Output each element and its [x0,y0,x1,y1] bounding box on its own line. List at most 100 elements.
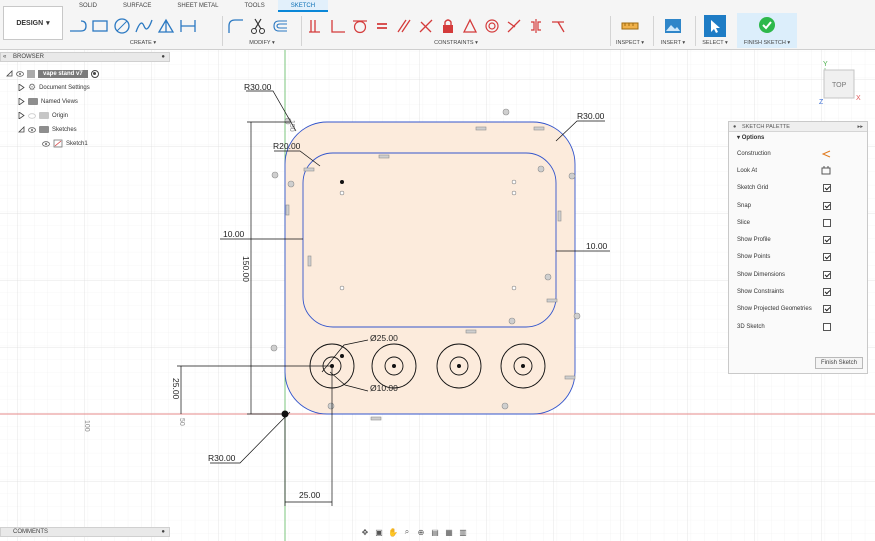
browser-item-sketches[interactable]: Sketches [18,123,77,136]
show-points-checkbox[interactable] [823,253,831,262]
fillet-tool-icon[interactable] [226,17,245,36]
sketch-grid-checkbox[interactable] [823,184,831,193]
tab-tools[interactable]: TOOLS [244,3,265,9]
slice-checkbox[interactable] [823,218,831,227]
visibility-eye-icon[interactable] [28,126,36,133]
tab-sheet-metal[interactable]: SHEET METAL [177,3,219,9]
show-constraints-checkbox[interactable] [823,288,831,297]
create-menu[interactable]: CREATE ▾ [129,40,157,46]
dim-hole-horizontal[interactable]: 25.00 [299,490,321,500]
show-dimensions-checkbox[interactable] [823,270,831,279]
equal-constraint-icon[interactable] [372,17,391,36]
workspace-switcher[interactable]: DESIGN ▾ [3,6,63,40]
parallel-constraint-icon[interactable] [394,17,413,36]
display-settings-icon[interactable]: ▤ [431,527,439,537]
perpendicular-constraint-icon[interactable] [416,17,435,36]
browser-item-sketch1[interactable]: Sketch1 [42,137,88,150]
offset-tool-icon[interactable] [270,17,289,36]
curvature-constraint-icon[interactable] [548,17,567,36]
coincident-constraint-icon[interactable] [328,17,347,36]
spline-tool-icon[interactable] [134,17,153,36]
zoom-icon[interactable]: ⌕ [404,527,410,536]
dim-inner-radius[interactable]: R20.00 [273,141,301,151]
browser-item-document-settings[interactable]: ⚙ Document Settings [18,81,90,94]
look-at-icon[interactable] [821,166,831,175]
circle-tool-icon[interactable] [112,17,131,36]
pan-hand-icon[interactable]: ✋ [388,527,398,537]
browser-item-document[interactable]: vape stand v7 [6,67,99,80]
trim-scissors-icon[interactable] [248,17,267,36]
palette-finish-sketch-button[interactable]: Finish Sketch [815,357,863,369]
option-construction[interactable]: Construction [729,145,867,162]
expand-icon[interactable]: ▸▸ [857,124,863,130]
visibility-eye-icon[interactable] [16,70,24,77]
construction-icon[interactable] [821,150,831,158]
tab-sketch[interactable]: SKETCH [277,0,329,12]
line-tool-icon[interactable] [68,17,87,36]
option-show-dimensions[interactable]: Show Dimensions [729,266,867,283]
option-show-profile[interactable]: Show Profile [729,231,867,248]
browser-item-origin[interactable]: Origin [18,109,68,122]
collinear-constraint-icon[interactable] [504,17,523,36]
options-section-header[interactable]: ▾ Options [729,132,867,145]
pin-icon[interactable]: ● [161,529,165,535]
3d-sketch-checkbox[interactable] [823,322,831,331]
slot-tool-icon[interactable] [178,17,197,36]
look-at-icon[interactable]: ▣ [375,527,383,537]
symmetry-constraint-icon[interactable] [526,17,545,36]
dim-right-offset[interactable]: 10.00 [586,241,608,251]
viewports-icon[interactable]: ▥ [459,527,467,537]
option-snap[interactable]: Snap [729,197,867,214]
tangent-constraint-icon[interactable] [350,17,369,36]
option-show-constraints[interactable]: Show Constraints [729,283,867,300]
browser-header[interactable]: « BROWSER ● [0,52,170,62]
dim-left-offset[interactable]: 10.00 [223,229,245,239]
tab-surface[interactable]: SURFACE [123,3,152,9]
dim-outer-top-left-radius[interactable]: R30.00 [244,82,272,92]
rectangle-tool-icon[interactable] [90,17,109,36]
grid-settings-icon[interactable]: ▦ [445,527,453,537]
option-slice[interactable]: Slice [729,214,867,231]
midpoint-constraint-icon[interactable] [460,17,479,36]
snap-checkbox[interactable] [823,201,831,210]
inspect-menu[interactable]: INSPECT ▾ [615,40,645,46]
browser-item-named-views[interactable]: Named Views [18,95,78,108]
collapsed-triangle-icon[interactable] [18,98,25,105]
active-radio-icon[interactable] [90,69,99,78]
pin-icon[interactable]: ● [161,54,165,60]
insert-image-icon[interactable] [664,17,683,36]
modify-menu[interactable]: MODIFY ▾ [249,40,275,46]
option-show-points[interactable]: Show Points [729,249,867,266]
tab-solid[interactable]: SOLID [79,3,98,9]
dim-height[interactable]: 150.00 [241,256,251,282]
collapse-icon[interactable]: « [3,54,7,60]
dim-outer-top-right-radius[interactable]: R30.00 [577,111,605,121]
select-cursor-icon[interactable] [704,15,726,37]
insert-menu[interactable]: INSERT ▾ [660,40,686,46]
sketch-palette-header[interactable]: ● SKETCH PALETTE ▸▸ [729,122,867,132]
option-show-projected-geometries[interactable]: Show Projected Geometries [729,301,867,318]
constraints-menu[interactable]: CONSTRAINTS ▾ [434,40,478,46]
expanded-triangle-icon[interactable] [6,70,13,77]
view-cube[interactable]: TOP Y X Z [819,61,861,106]
concentric-constraint-icon[interactable] [482,17,501,36]
expanded-triangle-icon[interactable] [18,126,25,133]
inner-profile[interactable] [302,152,557,328]
dim-outer-bottom-left-radius[interactable]: R30.00 [208,453,236,463]
fit-icon[interactable]: ⊕ [417,527,425,537]
dim-hole-vertical[interactable]: 25.00 [171,378,181,400]
option-sketch-grid[interactable]: Sketch Grid [729,180,867,197]
collapsed-triangle-icon[interactable] [18,84,25,91]
comments-header[interactable]: COMMENTS ● [0,527,170,537]
hidden-eye-icon[interactable] [28,112,36,119]
show-profile-checkbox[interactable] [823,236,831,245]
fix-lock-icon[interactable] [438,17,457,36]
orbit-icon[interactable]: ✥ [361,527,369,537]
finish-sketch-button[interactable]: FINISH SKETCH ▾ [737,13,797,48]
measure-ruler-icon[interactable] [621,17,640,36]
collapsed-triangle-icon[interactable] [18,112,25,119]
option-look-at[interactable]: Look At [729,162,867,179]
select-menu[interactable]: SELECT ▾ [702,40,728,46]
horizontal-vertical-constraint-icon[interactable] [306,17,325,36]
show-projected-geometries-checkbox[interactable] [823,305,831,314]
